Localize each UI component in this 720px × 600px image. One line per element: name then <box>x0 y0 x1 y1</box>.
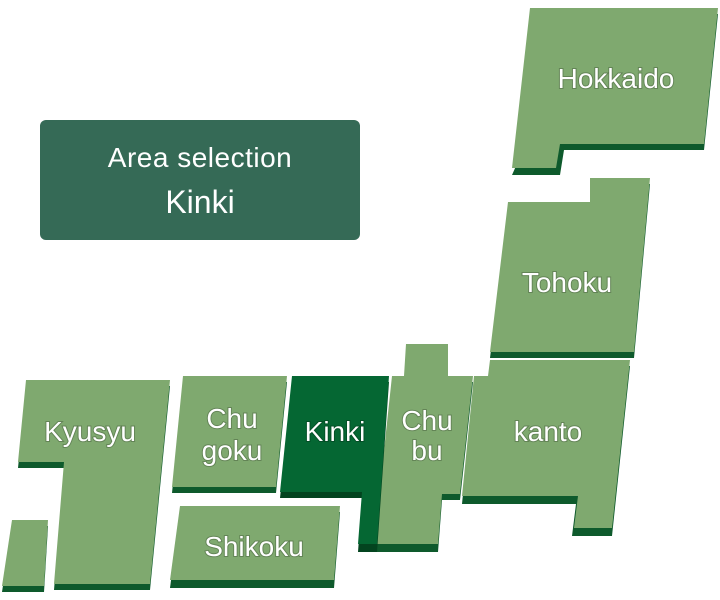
region-kinki[interactable]: Kinki <box>280 376 389 552</box>
region-chubu[interactable]: Chu bu <box>374 344 473 552</box>
region-kyusyu[interactable]: Kyusyu <box>18 380 170 590</box>
region-tohoku[interactable]: Tohoku <box>490 178 650 358</box>
region-kanto-label: kanto <box>514 416 583 447</box>
region-kanto[interactable]: kanto <box>462 360 630 536</box>
area-selection-title: Area selection <box>107 142 293 173</box>
region-shikoku[interactable]: Shikoku <box>170 506 340 588</box>
region-kyusyu-label: Kyusyu <box>44 416 136 447</box>
region-tohoku-label: Tohoku <box>522 267 612 298</box>
region-hokkaido[interactable]: Hokkaido <box>512 8 718 175</box>
region-kyusyu-island[interactable] <box>2 520 48 592</box>
region-chugoku-label-line2: goku <box>202 435 263 466</box>
region-chugoku-label-line1: Chu <box>206 403 257 434</box>
area-selection-panel: Area selection Kinki <box>40 120 360 240</box>
region-shikoku-label: Shikoku <box>204 531 304 562</box>
selected-area-label: Kinki <box>165 184 235 220</box>
region-chubu-label-line1: Chu <box>401 405 452 436</box>
region-chugoku[interactable]: Chu goku <box>172 376 287 493</box>
region-hokkaido-label: Hokkaido <box>558 63 675 94</box>
region-chubu-label-line2: bu <box>411 435 442 466</box>
region-kinki-label: Kinki <box>305 416 366 447</box>
